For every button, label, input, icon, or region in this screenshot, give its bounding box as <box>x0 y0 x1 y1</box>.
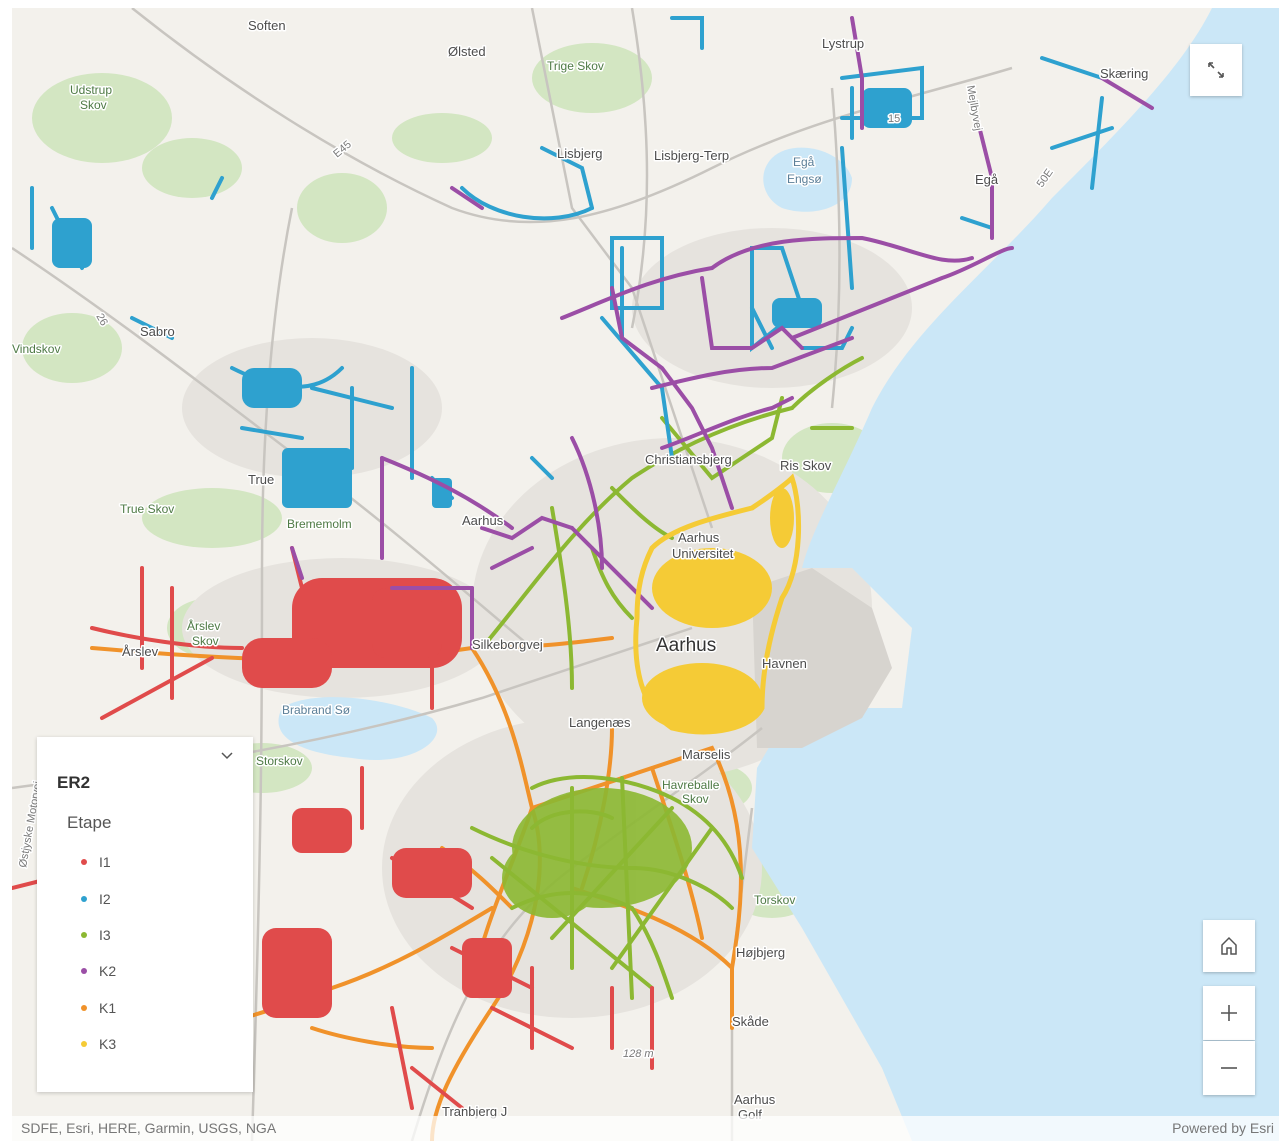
lake-ega <box>763 147 852 212</box>
label-aarhus-n: Aarhus <box>462 513 504 528</box>
label-true: True <box>248 472 274 487</box>
zoom-out-button[interactable] <box>1203 1041 1255 1095</box>
legend-item-label: I3 <box>99 927 111 943</box>
powered-by-link[interactable]: Powered by Esri <box>1172 1120 1274 1136</box>
label-sabro: Sabro <box>140 324 175 339</box>
legend-swatch <box>81 896 87 902</box>
label-skade: Skåde <box>732 1014 769 1029</box>
label-christiansbjerg: Christiansbjerg <box>645 452 732 467</box>
legend-swatch <box>81 859 87 865</box>
fullscreen-button[interactable] <box>1190 44 1242 96</box>
legend-title: ER2 <box>57 773 91 792</box>
network-I3 <box>470 356 864 1000</box>
network-I2-dense <box>52 88 912 508</box>
label-torskov: Torskov <box>754 893 795 907</box>
label-mejlbyvej: Mejlbyvej <box>964 84 984 131</box>
legend-item-K1: K1 <box>81 1000 116 1016</box>
legend-item-label: K1 <box>99 1000 117 1016</box>
label-ega-engso-2: Engsø <box>787 172 822 186</box>
network-K3 <box>633 473 802 735</box>
minus-icon <box>1221 1067 1237 1069</box>
lake-brabrand <box>278 697 438 760</box>
label-vindskov: Vindskov <box>12 342 60 356</box>
legend-swatch <box>81 968 87 974</box>
label-arslev: Årslev <box>187 618 220 633</box>
label-langenaes: Langenæs <box>569 715 631 730</box>
label-lisbjerg-terp: Lisbjerg-Terp <box>654 148 729 163</box>
label-brabrand-so: Brabrand Sø <box>282 703 351 717</box>
network-K2 <box>290 16 1154 650</box>
label-aarhus-uni-1: Aarhus <box>678 530 720 545</box>
home-icon <box>1221 936 1237 955</box>
label-havreballe-skov: Skov <box>682 792 709 806</box>
label-road-50: 50E <box>1035 167 1056 190</box>
legend-item-label: K3 <box>99 1036 117 1052</box>
legend-item-K2: K2 <box>81 963 116 979</box>
label-olsted: Ølsted <box>448 44 486 59</box>
legend-subtitle: Etape <box>67 813 112 832</box>
label-marselis: Marselis <box>682 747 731 762</box>
label-skaering: Skæring <box>1100 66 1148 81</box>
label-storskov: Storskov <box>256 754 303 768</box>
attribution-text[interactable]: SDFE, Esri, HERE, Garmin, USGS, NGA <box>21 1120 277 1136</box>
legend-swatch <box>81 1005 87 1011</box>
legend-item-K3: K3 <box>81 1036 116 1052</box>
legend-item-I1: I1 <box>81 854 111 870</box>
plus-icon <box>1221 1005 1237 1021</box>
label-bremerholm: Brememolm <box>287 517 352 531</box>
sea <box>752 8 1279 1141</box>
label-udstrup-skov: Skov <box>80 98 107 112</box>
legend-item-label: K2 <box>99 963 117 979</box>
network-I3-dense <box>502 788 692 918</box>
chevron-down-icon[interactable] <box>219 747 235 763</box>
label-elevation: 128 m <box>623 1048 654 1060</box>
label-havreballe: Havreballe <box>662 778 720 792</box>
label-road-15: 15 <box>888 113 900 125</box>
legend-swatch <box>81 1041 87 1047</box>
label-arslev-town: Årslev <box>122 644 159 659</box>
legend-item-label: I2 <box>99 891 111 907</box>
label-aarhus: Aarhus <box>656 635 716 656</box>
legend-item-I3: I3 <box>81 927 111 943</box>
map-canvas[interactable]: Soften Ølsted Trige Skov Udstrup Skov Ly… <box>12 8 1279 1141</box>
legend-item-label: I1 <box>99 854 111 870</box>
label-ris-skov: Ris Skov <box>780 458 832 473</box>
label-ega: Egå <box>975 172 999 187</box>
zoom-in-button[interactable] <box>1203 986 1255 1040</box>
harbour <box>752 568 892 748</box>
legend-item-I2: I2 <box>81 891 111 907</box>
attribution-bar: SDFE, Esri, HERE, Garmin, USGS, NGA Powe… <box>12 1116 1279 1141</box>
label-havnen: Havnen <box>762 656 807 671</box>
label-udstrup: Udstrup <box>70 83 112 97</box>
map-view[interactable]: Soften Ølsted Trige Skov Udstrup Skov Ly… <box>12 8 1279 1141</box>
label-true-skov: True Skov <box>120 502 174 516</box>
label-aarhus-uni-2: Universitet <box>672 546 734 561</box>
label-lystrup: Lystrup <box>822 36 864 51</box>
label-ega-engso-1: Egå <box>793 155 815 169</box>
label-silkeborgvej: Silkeborgvej <box>472 637 543 652</box>
expand-icon <box>1208 62 1224 78</box>
label-lisbjerg: Lisbjerg <box>557 146 603 161</box>
network-K3-dense <box>642 488 794 733</box>
label-trige-skov: Trige Skov <box>547 59 604 73</box>
network-I1-dense <box>242 578 512 1018</box>
legend-panel: ER2 Etape I1 I2 I3 K2 K1 K3 <box>37 737 253 1092</box>
legend-swatch <box>81 932 87 938</box>
label-aarhus-golf-1: Aarhus <box>734 1092 776 1107</box>
label-soften: Soften <box>248 18 286 33</box>
home-button[interactable] <box>1203 920 1255 972</box>
label-arslev-skov: Skov <box>192 634 219 648</box>
label-hojbjerg: Højbjerg <box>736 945 785 960</box>
